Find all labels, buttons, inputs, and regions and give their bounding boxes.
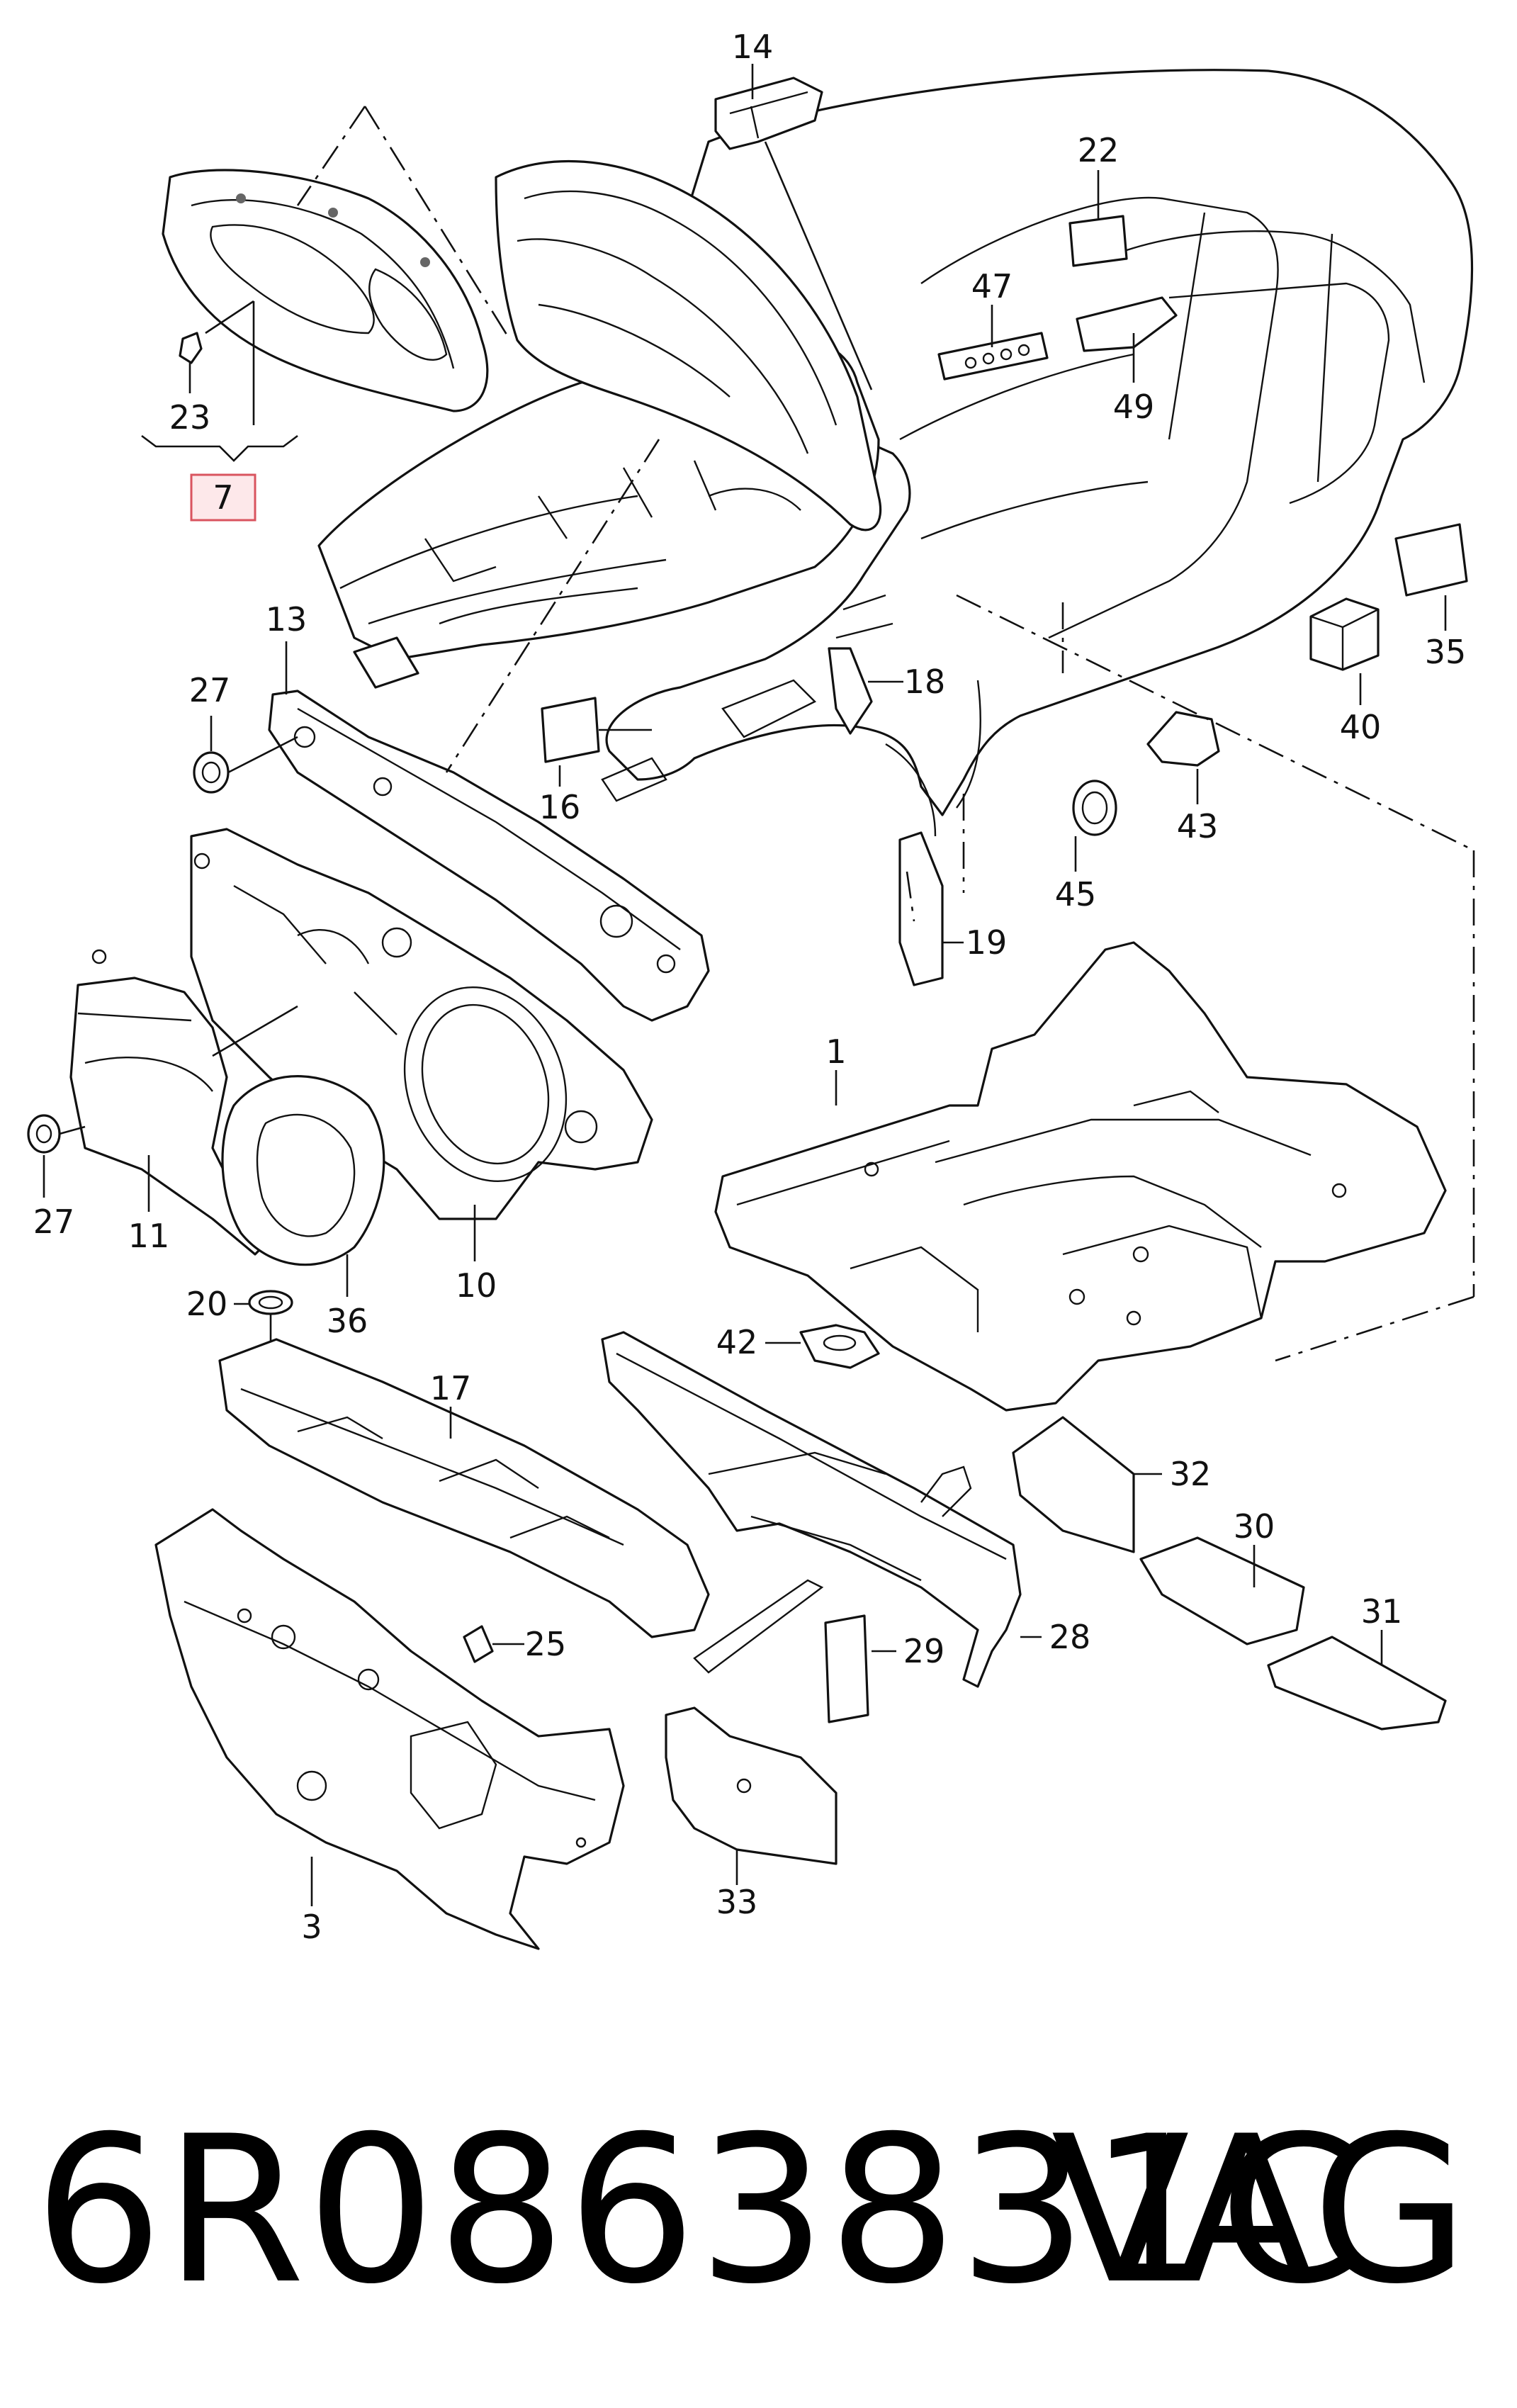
callout-11: 11	[128, 1217, 170, 1255]
part-17-plenum-panel	[218, 1290, 710, 1638]
callout-3: 3	[301, 1908, 322, 1946]
small-pads	[937, 170, 1468, 872]
hood-panel	[495, 159, 882, 531]
callout-14: 14	[732, 28, 774, 66]
callout-43: 43	[1177, 807, 1219, 845]
wheelarch-pads	[541, 647, 964, 986]
part-3-bulkhead-insulation	[154, 1508, 625, 1950]
callout-27-upper: 27	[189, 671, 231, 709]
callout-16: 16	[539, 788, 581, 826]
footer: 6R0863831C VAG	[0, 2098, 1517, 2324]
callout-35: 35	[1425, 633, 1467, 671]
highlighted-part-badge	[190, 473, 256, 522]
floor-pads-32-30-31	[1012, 1416, 1447, 1731]
callout-18: 18	[904, 663, 946, 701]
part-36-seal-ring	[221, 1075, 385, 1297]
callout-27-lower: 27	[33, 1203, 75, 1241]
part-13-crossmember	[193, 641, 710, 1022]
callout-47: 47	[971, 267, 1013, 305]
car-body	[601, 69, 1474, 837]
part-number: 6R0863831C	[34, 2093, 1363, 2329]
callout-19: 19	[966, 923, 1008, 962]
callout-23: 23	[169, 398, 211, 437]
callout-28: 28	[1049, 1618, 1091, 1656]
part-33-pad	[665, 1706, 838, 1885]
callout-20: 20	[186, 1285, 228, 1323]
callout-10: 10	[456, 1266, 497, 1305]
callout-labels: 1 3 10 11 13 14 16 17 18 19 20 22 23 25 …	[33, 28, 1467, 1946]
callout-29: 29	[903, 1632, 945, 1670]
callout-30: 30	[1234, 1507, 1275, 1546]
callout-36: 36	[327, 1302, 368, 1340]
callout-42: 42	[716, 1323, 758, 1361]
part-7-hood-insulation	[141, 106, 512, 462]
part-11-side-panel	[27, 949, 298, 1256]
brand-label: VAG	[1051, 2093, 1469, 2329]
callout-49: 49	[1113, 388, 1155, 426]
callout-40: 40	[1340, 708, 1382, 746]
part-28-dash-crossmember	[601, 1324, 1042, 1688]
highlighted-part-label: 7	[213, 478, 233, 517]
part-29-pad	[824, 1614, 896, 1723]
part-1-floor-carpet	[714, 941, 1447, 1412]
callout-1: 1	[825, 1033, 846, 1071]
callout-45: 45	[1055, 875, 1097, 913]
callout-17: 17	[430, 1369, 472, 1407]
callout-13: 13	[266, 600, 308, 638]
callout-33: 33	[716, 1883, 758, 1921]
callout-25: 25	[525, 1625, 567, 1663]
callout-31: 31	[1361, 1592, 1403, 1631]
parts-diagram: 7	[27, 28, 1475, 1950]
callout-32: 32	[1170, 1455, 1212, 1493]
callout-22: 22	[1078, 131, 1120, 169]
part-14-bracket	[714, 64, 873, 390]
